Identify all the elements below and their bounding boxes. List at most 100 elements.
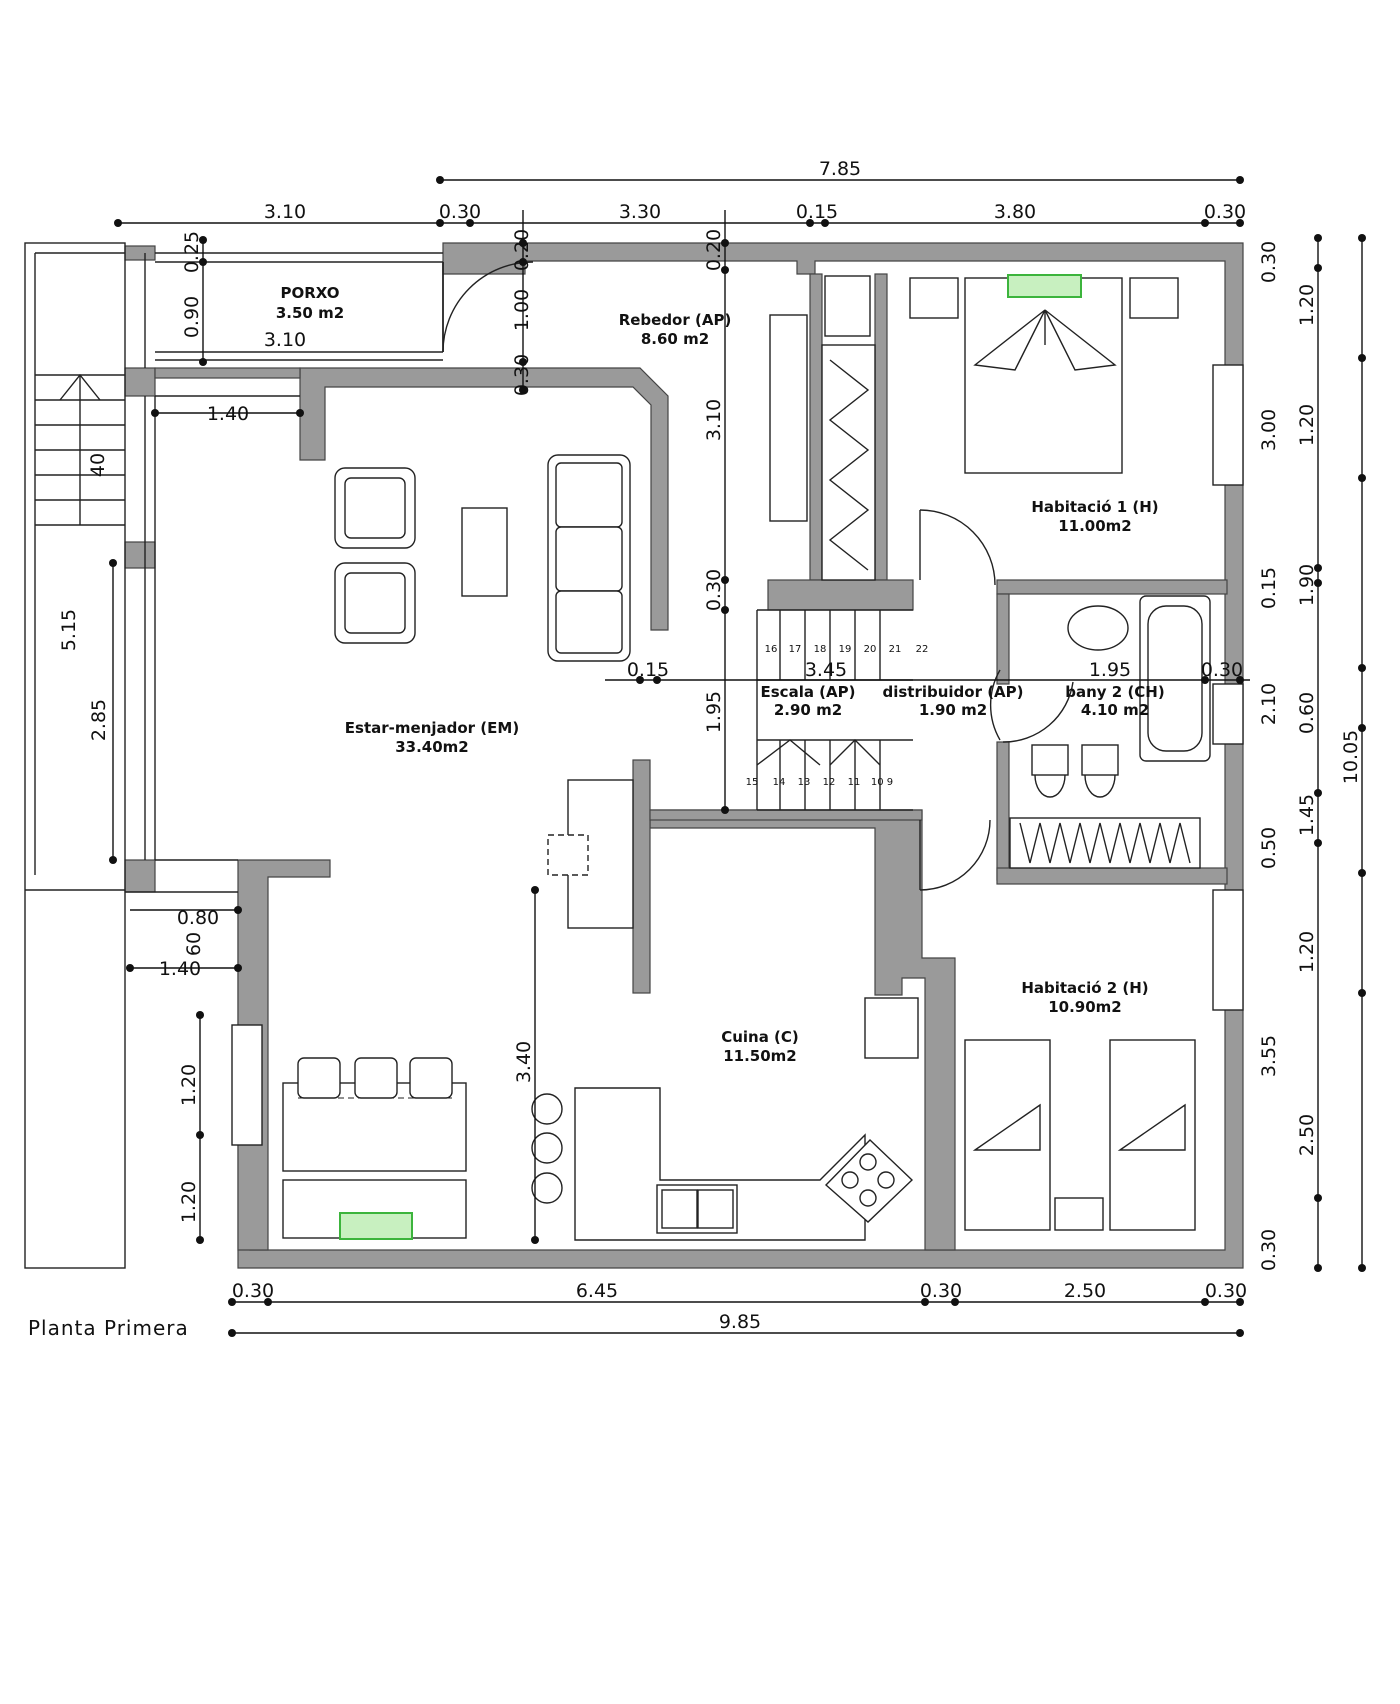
- dim-top-seg: 3.30: [619, 201, 661, 223]
- bed-single-2: [1109, 1039, 1196, 1231]
- dimension-tick: [1358, 474, 1366, 482]
- dim-porxo-v2: 0.90: [181, 296, 203, 338]
- dimension-tick: [109, 856, 117, 864]
- washbasin: [1067, 605, 1129, 651]
- dimension-ticks: [109, 176, 1366, 1337]
- dim-top-seg: 3.80: [994, 201, 1036, 223]
- dimension-tick: [531, 1236, 539, 1244]
- dimension-tick: [1314, 264, 1322, 272]
- wall-living-top-left: [124, 367, 156, 397]
- radiator: [339, 1212, 413, 1240]
- dimension-tick: [114, 219, 122, 227]
- dimension-tick: [1314, 1194, 1322, 1202]
- dimension-tick: [1236, 176, 1244, 184]
- svg-text:15: 15: [746, 777, 759, 788]
- dim-right-outer: 3.00: [1258, 409, 1280, 451]
- dimension-tick: [199, 236, 207, 244]
- dimension-tick: [1358, 1264, 1366, 1272]
- dimension-tick: [721, 266, 729, 274]
- dimension-tick: [126, 964, 134, 972]
- wall-bath-top: [996, 579, 1228, 595]
- dim-stair-height: 1.95: [703, 691, 725, 733]
- dim-left-060: 60: [183, 932, 205, 956]
- dimension-tick: [1358, 664, 1366, 672]
- dim-door-width: 1.00: [511, 289, 533, 331]
- svg-text:19: 19: [839, 644, 852, 655]
- dimension-tick: [951, 1298, 959, 1306]
- dimension-tick: [1201, 219, 1209, 227]
- dimension-tick: [806, 219, 814, 227]
- wall-living-upper: [299, 367, 669, 631]
- wall-living-mid-left: [124, 541, 156, 569]
- dim-left-140: 1.40: [159, 958, 201, 980]
- dim-kitchen-340: 3.40: [513, 1041, 535, 1083]
- dimension-tick: [1201, 676, 1209, 684]
- dimension-tick: [636, 676, 644, 684]
- wall-closet-left: [809, 273, 823, 581]
- dim-right-inner: 1.20: [1296, 404, 1318, 446]
- dimension-tick: [466, 219, 474, 227]
- wall-porxo-top: [124, 245, 156, 261]
- dim-bath-wall: 0.30: [1201, 659, 1243, 681]
- dimension-tick: [109, 559, 117, 567]
- svg-text:10 9: 10 9: [871, 777, 893, 788]
- dimension-tick: [519, 258, 527, 266]
- room-labels: PORXO 3.50 m2 Rebedor (AP) 8.60 m2 Habit…: [276, 284, 1165, 1065]
- dimension-tick: [1314, 839, 1322, 847]
- svg-text:11: 11: [848, 777, 861, 788]
- dimension-tick: [199, 258, 207, 266]
- dim-rebedor-top: 0.20: [703, 229, 725, 271]
- dim-bath-width: 1.95: [1089, 659, 1131, 681]
- wall-living-bottom-left: [124, 859, 156, 893]
- dim-left-285: 2.85: [88, 699, 110, 741]
- dimension-tick: [1236, 676, 1244, 684]
- kitchen-counter: [574, 1087, 866, 1241]
- closet-rebedor: [821, 344, 876, 581]
- dimension-tick: [921, 1298, 929, 1306]
- dimension-tick: [234, 906, 242, 914]
- wall-bed2-top: [996, 867, 1228, 885]
- dimension-tick: [721, 806, 729, 814]
- room-name-estar: Estar-menjador (EM): [345, 719, 519, 737]
- bed-single-1: [964, 1039, 1051, 1231]
- dim-right-inner: 1.20: [1296, 931, 1318, 973]
- svg-text:18: 18: [814, 644, 827, 655]
- room-name-habitacio-2: Habitació 2 (H): [1021, 979, 1148, 997]
- svg-text:21: 21: [889, 644, 902, 655]
- svg-text:12: 12: [823, 777, 836, 788]
- svg-text:13: 13: [798, 777, 811, 788]
- wall-bed1-left: [874, 273, 888, 581]
- dim-top-seg: 0.30: [1204, 201, 1246, 223]
- wall-stair-bottom: [649, 809, 923, 821]
- dim-door-top: 0.20: [511, 229, 533, 271]
- wall-stair-top: [767, 579, 914, 611]
- dimension-tick: [199, 358, 207, 366]
- room-area-distribuidor: 1.90 m2: [919, 701, 987, 719]
- room-area-habitacio-2: 10.90m2: [1048, 998, 1122, 1016]
- dim-porxo-v1: 0.25: [181, 231, 203, 273]
- dim-right-outer: 0.50: [1258, 827, 1280, 869]
- dimension-tick: [1314, 564, 1322, 572]
- room-area-rebedor: 8.60 m2: [641, 330, 709, 348]
- dim-top-seg: 0.15: [796, 201, 838, 223]
- room-area-cuina: 11.50m2: [723, 1047, 797, 1065]
- dim-bottom-seg: 0.30: [232, 1280, 274, 1302]
- svg-text:16: 16: [765, 644, 778, 655]
- room-area-estar: 33.40m2: [395, 738, 469, 756]
- dimension-tick: [196, 1131, 204, 1139]
- dim-right-outer: 3.55: [1258, 1035, 1280, 1077]
- dimension-tick: [234, 964, 242, 972]
- dim-bottom-seg: 2.50: [1064, 1280, 1106, 1302]
- stair-numbers: 16 17 18 19 20 21 22 15 14 13 12 11 10 9: [746, 644, 929, 788]
- dimension-tick: [721, 239, 729, 247]
- furniture: [282, 274, 1211, 1241]
- dimension-tick: [1201, 1298, 1209, 1306]
- dimension-tick: [196, 1236, 204, 1244]
- rebedor-cabinet: [769, 314, 808, 522]
- wall-kitchen-top: [649, 809, 956, 1251]
- dim-top-seg: 3.10: [264, 201, 306, 223]
- dimension-tick: [228, 1329, 236, 1337]
- room-area-habitacio-1: 11.00m2: [1058, 517, 1132, 535]
- dimension-tick: [436, 176, 444, 184]
- dimension-tick: [1236, 219, 1244, 227]
